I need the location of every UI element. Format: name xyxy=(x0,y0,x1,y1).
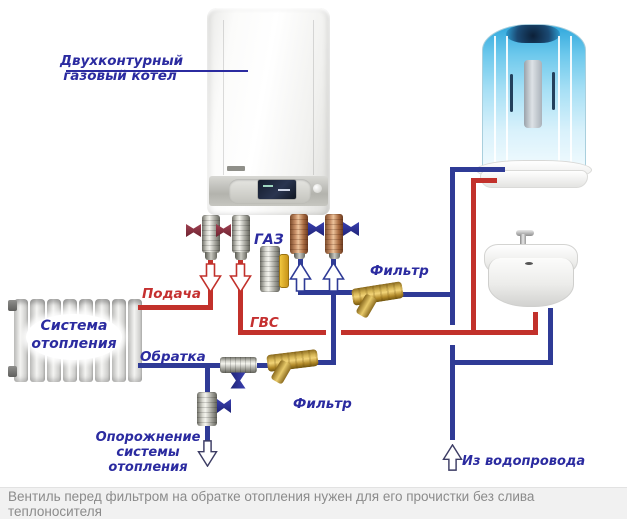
caption-text: Вентиль перед фильтром на обратке отопле… xyxy=(8,489,535,519)
shower-glass xyxy=(482,24,586,172)
boiler-logo xyxy=(227,166,245,171)
gas-label: ГАЗ xyxy=(254,232,284,248)
shower-strut xyxy=(570,36,572,168)
gas-boiler xyxy=(207,8,330,215)
radiator-plug xyxy=(8,366,17,377)
flow-arrow-up-icon xyxy=(289,262,312,292)
pipe-dhw-vertical xyxy=(238,252,243,335)
pipe-dhw-shower-stub xyxy=(471,178,497,183)
shower-door-handle xyxy=(552,72,555,110)
pipe-return-vertical xyxy=(331,252,336,365)
shower-strut xyxy=(558,36,560,168)
shower-cabin xyxy=(472,22,594,188)
flow-arrow-down-icon xyxy=(199,263,222,293)
pipe-return-from-radiator xyxy=(138,363,223,368)
water-inlet-arrow-icon xyxy=(442,444,463,471)
sink-bowl xyxy=(488,258,574,307)
pipe-cold-to-sink-horizontal xyxy=(450,360,553,365)
pipe-dhw-to-shower xyxy=(471,180,476,335)
radiator-label-ellipse xyxy=(26,314,122,360)
faucet-icon xyxy=(516,230,534,236)
shower-roof xyxy=(506,25,560,43)
valve-gas xyxy=(258,244,292,298)
y-filter-return xyxy=(266,348,320,388)
supply-label: Подача xyxy=(142,286,201,302)
pipe-dhw-horizontal-left xyxy=(238,330,326,335)
shower-door-handle xyxy=(510,74,513,112)
pipe-cold-to-filter xyxy=(298,290,358,295)
boiler-display xyxy=(258,180,296,199)
valve-heating-supply xyxy=(186,215,226,261)
boiler-label: Двухконтурный газовый котел xyxy=(60,53,184,84)
heating-system-label: Система отопления xyxy=(31,318,117,352)
valve-heating-return xyxy=(323,214,361,262)
flow-arrow-up-icon xyxy=(322,262,345,292)
pipe-cold-to-sink-vertical xyxy=(548,308,553,365)
pipe-dhw-horizontal-right xyxy=(341,330,538,335)
heating-radiator xyxy=(8,296,142,382)
shower-column xyxy=(524,60,542,128)
caption-bar: Вентиль перед фильтром на обратке отопле… xyxy=(0,487,627,519)
pipe-filter-to-main xyxy=(398,292,455,297)
return-label: Обратка xyxy=(140,349,206,365)
shower-strut xyxy=(506,36,508,168)
pipe-dhw-to-sink xyxy=(533,312,538,335)
dhw-label: ГВС xyxy=(250,315,279,331)
water-inlet-label: Из водопровода xyxy=(462,454,586,469)
y-filter-cold-water xyxy=(350,281,405,323)
valve-dhw xyxy=(216,215,256,261)
filter-top-label: Фильтр xyxy=(370,263,429,279)
pipe-water-main-lower xyxy=(450,345,455,440)
pipe-heating-supply-horizontal xyxy=(138,305,213,310)
boiler-seam xyxy=(223,20,224,175)
sink-overflow-hole xyxy=(525,262,533,265)
pipe-water-main-upper xyxy=(450,167,455,325)
drain-label: Опорожнение системы отопления xyxy=(95,430,201,475)
boiler-seam xyxy=(313,20,314,175)
valve-drain xyxy=(195,390,233,430)
filter-bottom-label: Фильтр xyxy=(293,396,352,412)
pipe-cold-shower-stub xyxy=(450,167,505,172)
flow-arrow-down-icon xyxy=(229,263,252,293)
washbasin xyxy=(483,228,579,312)
boiler-leader-line xyxy=(66,70,248,72)
pipe-return-filter-to-riser xyxy=(313,360,336,365)
drain-arrow-icon xyxy=(197,440,218,467)
pipe-return-valve-to-filter xyxy=(256,363,274,368)
shower-strut xyxy=(494,36,496,168)
radiator-plug xyxy=(8,300,17,311)
boiler-button xyxy=(313,184,322,193)
valve-return-service xyxy=(220,355,260,393)
faucet-stem xyxy=(520,234,526,248)
valve-cold-inlet xyxy=(288,214,326,262)
